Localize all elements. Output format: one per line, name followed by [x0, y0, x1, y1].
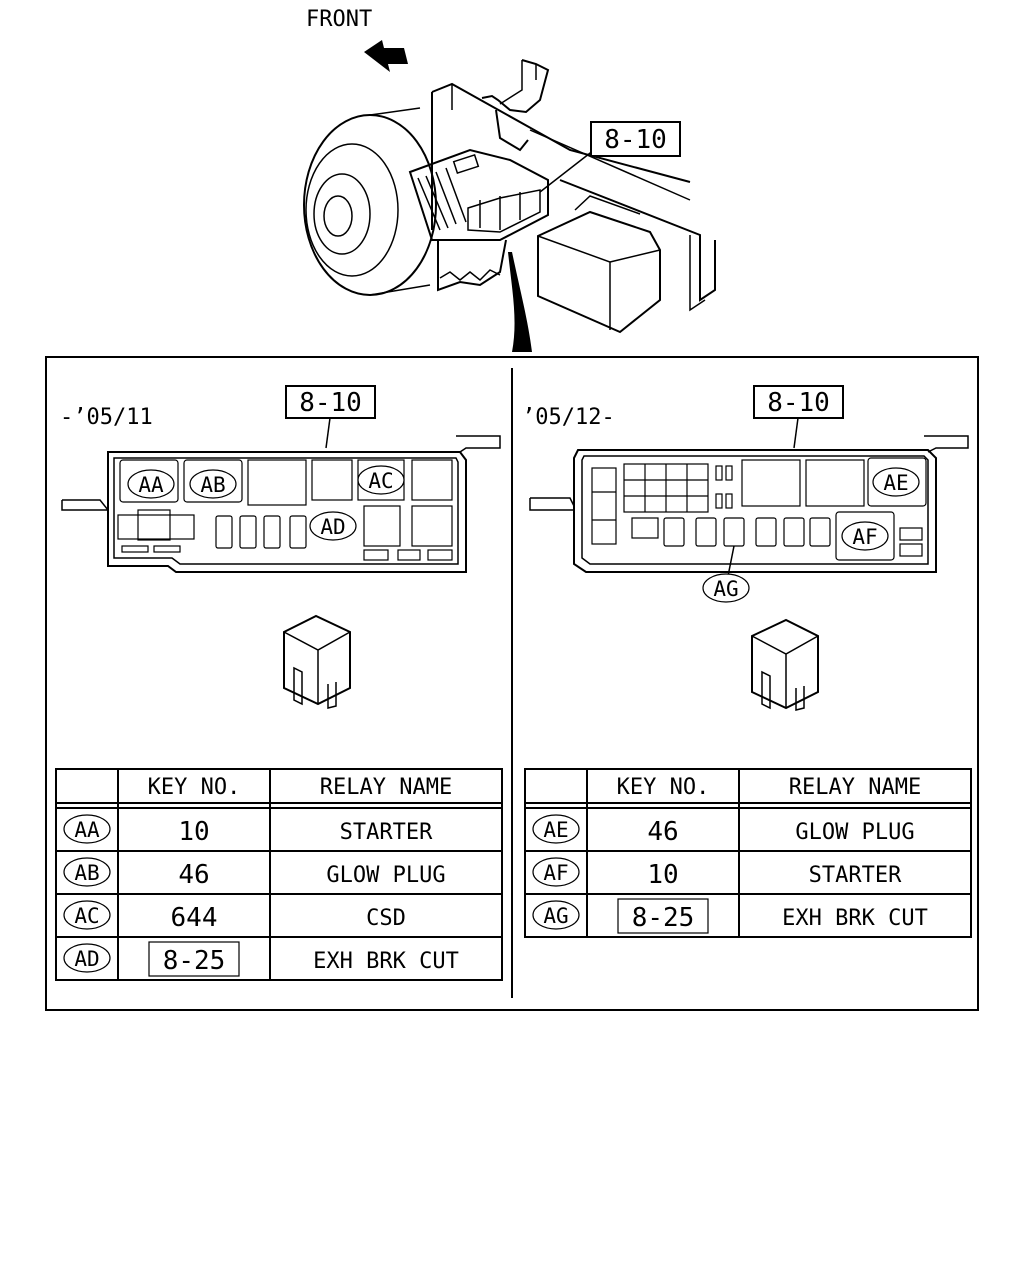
- svg-text:AE: AE: [883, 471, 908, 495]
- vehicle-overview-illustration: [303, 59, 716, 352]
- svg-text:644: 644: [171, 903, 218, 933]
- col-header-relay-name: RELAY NAME: [320, 775, 452, 800]
- svg-text:AE: AE: [543, 818, 568, 842]
- overview-ref-box: 8-10: [590, 121, 681, 157]
- relay-table-after: KEY NO. RELAY NAME AE 46 GLOW PLUG AF 10…: [524, 768, 972, 938]
- table-row: AD 8-25 EXH BRK CUT: [63, 941, 459, 977]
- table-row: AF 10 STARTER: [532, 857, 902, 890]
- diagram-label-ad: AD: [309, 511, 357, 541]
- front-label: FRONT: [306, 7, 372, 32]
- relay-icon: [751, 618, 819, 711]
- svg-text:AA: AA: [74, 818, 100, 842]
- date-label-after: ’05/12-: [522, 405, 615, 430]
- table-row: AC 644 CSD: [63, 900, 406, 933]
- svg-text:AF: AF: [543, 861, 568, 885]
- date-label-before: -’05/11: [60, 405, 153, 430]
- col-header-key-no: KEY NO.: [617, 775, 710, 800]
- svg-text:GLOW PLUG: GLOW PLUG: [795, 820, 914, 845]
- diagram-label-ag: AG: [702, 573, 750, 603]
- diagram-label-aa: AA: [127, 469, 175, 499]
- svg-text:STARTER: STARTER: [340, 820, 433, 845]
- svg-text:AA: AA: [138, 473, 164, 497]
- diagram-label-af: AF: [841, 521, 889, 551]
- table-row: AA 10 STARTER: [63, 814, 433, 847]
- svg-text:AF: AF: [852, 525, 877, 549]
- relay-box-after: [529, 435, 969, 577]
- detail-frame: [45, 356, 979, 1011]
- svg-text:AG: AG: [713, 577, 738, 601]
- svg-text:AD: AD: [74, 947, 99, 971]
- svg-text:EXH BRK CUT: EXH BRK CUT: [313, 949, 459, 974]
- svg-text:GLOW PLUG: GLOW PLUG: [326, 863, 445, 888]
- relay-table-before: KEY NO. RELAY NAME AA 10 STARTER AB 46 G…: [55, 768, 503, 981]
- svg-text:AC: AC: [368, 469, 393, 493]
- diagram-label-ae: AE: [872, 467, 920, 497]
- front-arrow-icon: [364, 40, 408, 72]
- svg-text:AD: AD: [320, 515, 345, 539]
- panel-after: ’05/12- 8-10: [522, 385, 972, 938]
- svg-text:EXH BRK CUT: EXH BRK CUT: [782, 906, 928, 931]
- svg-text:AG: AG: [543, 904, 568, 928]
- svg-text:STARTER: STARTER: [809, 863, 902, 888]
- svg-text:AB: AB: [74, 861, 99, 885]
- svg-text:10: 10: [647, 860, 678, 890]
- box-ref-before: 8-10: [299, 388, 362, 418]
- diagram-label-ab: AB: [189, 469, 237, 499]
- col-header-relay-name: RELAY NAME: [789, 775, 921, 800]
- svg-text:10: 10: [178, 817, 209, 847]
- svg-text:AC: AC: [74, 904, 99, 928]
- overview-ref-label: 8-10: [604, 125, 667, 155]
- svg-text:AB: AB: [200, 473, 225, 497]
- relay-icon: [283, 614, 351, 709]
- table-row: AB 46 GLOW PLUG: [63, 857, 446, 890]
- panel-before: -’05/11 8-10: [55, 385, 503, 981]
- svg-text:46: 46: [647, 817, 678, 847]
- svg-text:CSD: CSD: [366, 906, 406, 931]
- svg-text:8-25: 8-25: [632, 903, 695, 933]
- table-row: AE 46 GLOW PLUG: [532, 814, 915, 847]
- svg-text:8-25: 8-25: [163, 946, 226, 976]
- diagram-label-ac: AC: [357, 465, 405, 495]
- svg-text:46: 46: [178, 860, 209, 890]
- relay-box-before: [61, 435, 501, 573]
- col-header-key-no: KEY NO.: [148, 775, 241, 800]
- box-ref-after: 8-10: [767, 388, 830, 418]
- table-row: AG 8-25 EXH BRK CUT: [532, 898, 928, 934]
